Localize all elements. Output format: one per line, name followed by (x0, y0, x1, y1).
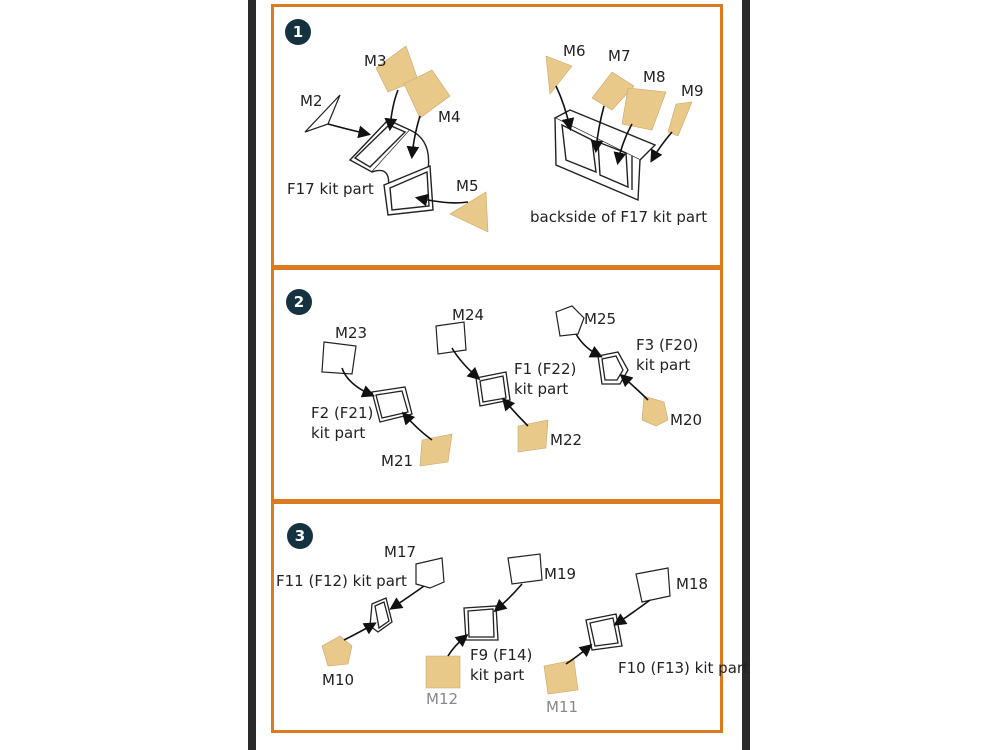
label-m12: M12 (426, 690, 459, 708)
label-m3: M3 (364, 52, 387, 70)
label-m7: M7 (608, 47, 631, 65)
label-m8: M8 (643, 68, 666, 86)
label-f11: F11 (F12) kit part (276, 572, 407, 590)
label-m20: M20 (670, 411, 703, 429)
right-dark-edge (742, 0, 750, 750)
f9-kit-part (463, 605, 499, 641)
mask-m21 (419, 433, 453, 467)
step-2-panel (271, 267, 723, 502)
mask-m20 (641, 395, 669, 427)
label-f3: F3 (F20) (636, 336, 699, 354)
label-m22: M22 (550, 431, 583, 449)
mask-m18 (635, 567, 671, 603)
label-f2: F2 (F21) (311, 404, 374, 422)
label-m17: M17 (384, 543, 417, 561)
mask-m19 (507, 553, 543, 585)
step-1-left-arrows (327, 89, 469, 207)
label-f3-sub: kit part (636, 356, 691, 374)
mask-m9 (667, 101, 693, 137)
mask-m7 (591, 71, 635, 111)
mask-m23 (321, 341, 357, 375)
label-f10: F10 (F13) kit part (618, 659, 749, 677)
mask-m25 (555, 305, 585, 337)
f10-kit-part (585, 613, 623, 651)
step-1-right-arrows (555, 85, 673, 166)
left-dark-edge (248, 0, 256, 750)
f11-kit-part (369, 597, 393, 633)
label-m21: M21 (381, 452, 414, 470)
label-f9-sub: kit part (470, 666, 525, 684)
label-f1: F1 (F22) (514, 360, 577, 378)
mask-m11 (543, 659, 579, 695)
step-1-badge: 1 (285, 19, 311, 45)
label-m5: M5 (456, 177, 479, 195)
label-m2: M2 (300, 92, 323, 110)
label-m25: M25 (584, 310, 617, 328)
step-3-badge: 3 (287, 523, 313, 549)
label-f17-front: F17 kit part (287, 180, 374, 198)
mask-m5 (449, 191, 489, 233)
label-m10: M10 (322, 671, 355, 689)
label-f17-back: backside of F17 kit part (530, 208, 708, 226)
label-m23: M23 (335, 324, 368, 342)
label-m9: M9 (681, 82, 704, 100)
label-m11: M11 (546, 698, 579, 716)
mask-m2 (304, 94, 341, 133)
f17-back-part (553, 109, 657, 202)
mask-m12 (425, 655, 461, 689)
step-1-panel (271, 4, 723, 268)
step-2-badge: 2 (286, 289, 312, 315)
mask-m8 (621, 87, 667, 131)
mask-m24 (435, 321, 467, 355)
label-m24: M24 (452, 306, 485, 324)
label-f2-sub: kit part (311, 424, 366, 442)
label-f9: F9 (F14) (470, 646, 533, 664)
mask-m4 (403, 69, 451, 119)
mask-m22 (517, 419, 549, 453)
mask-m6 (545, 55, 573, 95)
label-m4: M4 (438, 108, 461, 126)
label-f1-sub: kit part (514, 380, 569, 398)
label-m18: M18 (676, 575, 709, 593)
label-m19: M19 (544, 565, 577, 583)
mask-m17 (415, 557, 445, 589)
step-3-panel (271, 501, 723, 733)
mask-m10 (321, 635, 353, 667)
label-m6: M6 (563, 42, 586, 60)
